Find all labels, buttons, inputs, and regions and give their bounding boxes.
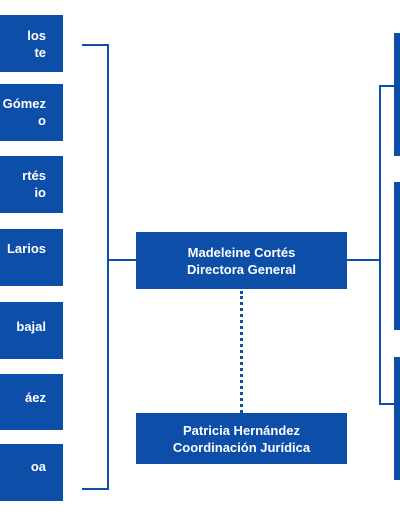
- dotted-connector: [240, 291, 243, 413]
- left-connector: [107, 259, 136, 261]
- left-box-1-line1: los: [27, 28, 46, 43]
- left-box-1-line2: te: [34, 45, 46, 60]
- left-box-5: bajal: [0, 302, 63, 359]
- left-box-2-line1: Gómez: [2, 96, 46, 111]
- left-box-5-line1: bajal: [16, 319, 46, 334]
- director-name: Madeleine Cortés: [187, 244, 296, 260]
- right-bracket-vertical: [379, 85, 381, 405]
- left-box-7-line1: oa: [30, 459, 46, 474]
- right-box-1: [394, 33, 400, 156]
- legal-name: Patricia Hernández: [182, 422, 301, 438]
- left-box-7: oa: [0, 444, 63, 501]
- left-box-2: Gómez o: [0, 84, 63, 141]
- left-box-4: Larios: [0, 229, 63, 286]
- left-bracket-top: [82, 44, 109, 46]
- left-box-3-line1: rtés: [22, 168, 46, 183]
- director-box: Madeleine Cortés Directora General: [136, 232, 347, 289]
- right-bracket-bottom: [379, 403, 394, 405]
- director-title: Directora General: [186, 261, 297, 277]
- left-box-3: rtés io: [0, 156, 63, 213]
- left-box-4-line1: Larios: [6, 241, 46, 256]
- left-bracket-bottom: [82, 488, 109, 490]
- right-connector: [347, 259, 380, 261]
- left-box-1: los te: [0, 15, 63, 72]
- right-box-3: [394, 357, 400, 480]
- left-box-6: áez: [0, 374, 63, 430]
- legal-title: Coordinación Jurídica: [172, 439, 311, 455]
- left-bracket-vertical: [107, 44, 109, 490]
- left-box-6-line1: áez: [25, 390, 46, 405]
- right-box-2: [394, 182, 400, 330]
- left-box-2-line2: o: [38, 113, 46, 128]
- left-box-3-line2: io: [34, 185, 46, 200]
- right-bracket-top: [379, 85, 394, 87]
- legal-box: Patricia Hernández Coordinación Jurídica: [136, 413, 347, 464]
